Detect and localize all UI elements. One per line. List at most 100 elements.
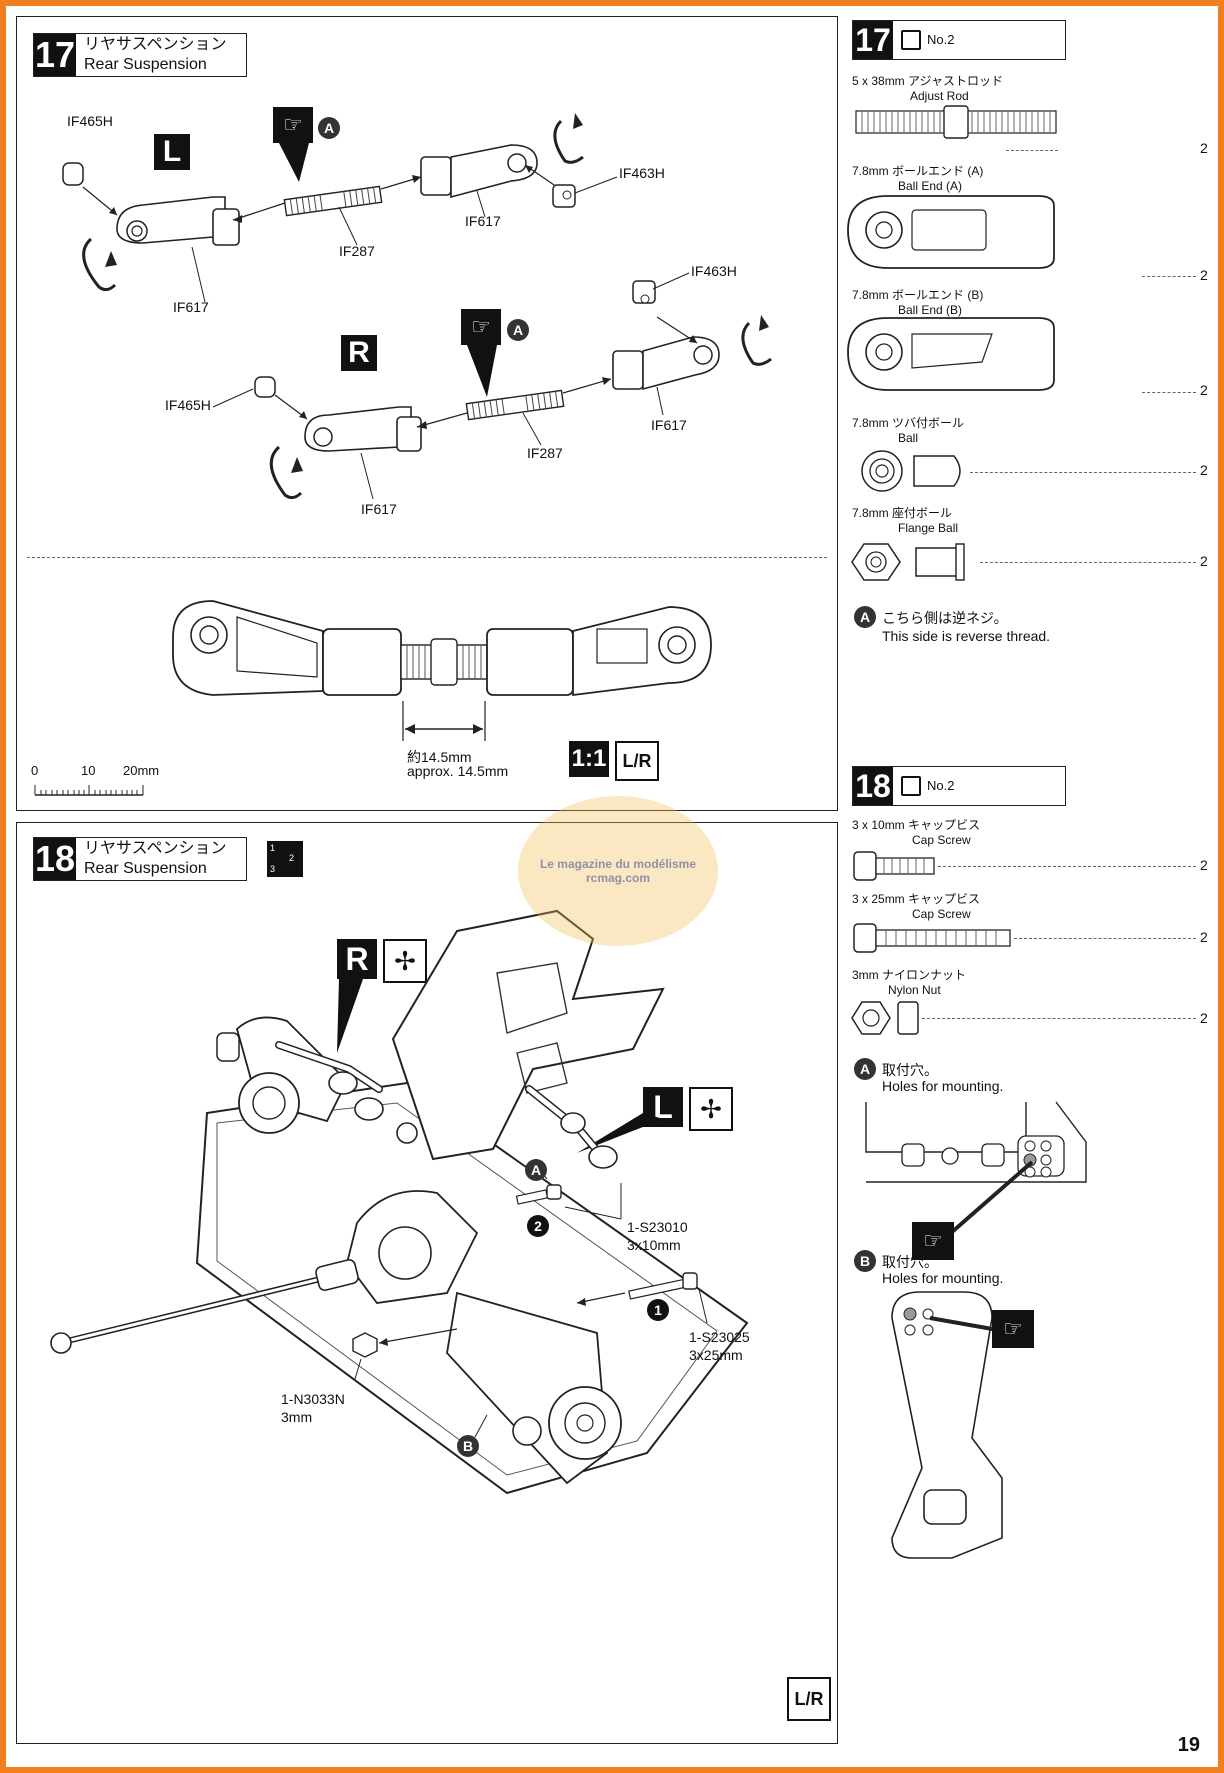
- qty-leader-0: [1006, 150, 1058, 151]
- parts18-header: 18 No.2: [852, 766, 1066, 806]
- right-side-badge: R: [341, 335, 377, 371]
- qty-cap-screw-25: 2: [1200, 929, 1208, 945]
- watermark-text: Le magazine du modélisme rcmag.com: [539, 857, 697, 885]
- qty-leader-4: [980, 562, 1196, 563]
- qty-leader-2: [1142, 392, 1196, 393]
- step18-title-jp: リヤサスペンション: [84, 840, 227, 857]
- screw-long-code: 1-S23025: [689, 1329, 750, 1345]
- adjust-rod-drawing: [847, 105, 1057, 581]
- part-cap-screw-10-label: 3 x 10mm キャップビス Cap Screw: [852, 818, 981, 847]
- nut-size: 3mm: [281, 1409, 313, 1425]
- part-ball-end-a-label: 7.8mm ボールエンド (A) Ball End (A): [852, 164, 984, 193]
- qty-leader-3: [970, 472, 1196, 473]
- nut-code: 1-N3033N: [281, 1391, 345, 1407]
- part-nylon-nut-label: 3mm ナイロンナット Nylon Nut: [852, 968, 967, 997]
- marker-a-18: A: [525, 1159, 547, 1181]
- crosshair-icon-left: ✢: [689, 1087, 733, 1131]
- part-cap-screw-25-label: 3 x 25mm キャップビス Cap Screw: [852, 892, 981, 921]
- manual-page: 17 リヤサスペンション Rear Suspension L ☞ A: [6, 6, 1218, 1767]
- label-if617-left-a: IF617: [173, 299, 209, 315]
- right-side-badge-18: R: [337, 939, 377, 979]
- step-1-marker: 1: [647, 1299, 669, 1321]
- right-assembly-drawing: [212, 272, 772, 500]
- step17-title: リヤサスペンション Rear Suspension: [76, 34, 227, 76]
- qty-nylon-nut: 2: [1200, 1010, 1208, 1026]
- step18-title: リヤサスペンション Rear Suspension: [76, 838, 227, 880]
- parts17-column: 17 No.2 5 x 38mm アジャストロッド Adjust Rod: [842, 16, 1218, 751]
- screw-long-size: 3x25mm: [689, 1347, 743, 1363]
- step-2-marker: 2: [527, 1215, 549, 1237]
- label-if617-right-b: IF617: [651, 417, 687, 433]
- parts17-header: 17 No.2: [852, 20, 1066, 60]
- parts18-number: 18: [853, 767, 893, 805]
- label-if287-right: IF287: [527, 445, 563, 461]
- bag-icon: [901, 30, 921, 50]
- part-adjust-rod-label: 5 x 38mm アジャストロッド Adjust Rod: [852, 74, 1003, 103]
- lr-badge-step17: L/R: [615, 741, 659, 781]
- note-a-en: Holes for mounting.: [882, 1078, 1004, 1094]
- scale-tick-0: 0: [31, 763, 39, 778]
- note-b-jp: 取付穴。: [882, 1254, 938, 1270]
- left-side-badge: L: [154, 134, 190, 170]
- marker-a-left: A: [318, 117, 340, 139]
- assembled-rod-drawing: [34, 600, 712, 796]
- screw-short-size: 3x10mm: [627, 1237, 681, 1253]
- step17-title-jp: リヤサスペンション: [84, 36, 227, 53]
- qty-ball-end-b: 2: [1200, 382, 1208, 398]
- parts18-bag-label: No.2: [927, 778, 955, 793]
- step18-panel: 18 リヤサスペンション Rear Suspension 1 2 3 R ✢ L…: [16, 822, 838, 1744]
- qty-leader-nut: [922, 1018, 1196, 1019]
- lr-badge-step18: L/R: [787, 1677, 831, 1721]
- scale-tick-20: 20mm: [123, 763, 160, 778]
- parts17-bag-label: No.2: [927, 32, 955, 47]
- qty-leader-screw10: [938, 866, 1196, 867]
- label-if617-left-b: IF617: [465, 213, 501, 229]
- marker-a-right: A: [507, 319, 529, 341]
- qty-ball-end-a: 2: [1200, 267, 1208, 283]
- note-a-marker: A: [854, 1058, 876, 1080]
- part-flange-ball-label: 7.8mm 座付ボール Flange Ball: [852, 506, 959, 535]
- note-b-en: Holes for mounting.: [882, 1270, 1004, 1286]
- label-if463h-right: IF463H: [691, 263, 737, 279]
- pointing-hand-icon: ☞: [273, 107, 313, 143]
- screw-short-code: 1-S23010: [627, 1219, 688, 1235]
- part-ball-end-b-label: 7.8mm ボールエンド (B) Ball End (B): [852, 288, 984, 317]
- parts18-column: 18 No.2 3 x 10mm キャップビス Cap Screw 3 x 25…: [842, 762, 1218, 1752]
- sequence-order-icon: 1 2 3: [267, 841, 303, 877]
- page-number: 19: [1177, 1734, 1200, 1756]
- parts17-bag: No.2: [893, 21, 954, 59]
- part-ball-label: 7.8mm ツバ付ボール Ball: [852, 416, 965, 445]
- label-if287-left: IF287: [339, 243, 375, 259]
- qty-cap-screw-10: 2: [1200, 857, 1208, 873]
- label-if463h-left: IF463H: [619, 165, 665, 181]
- parts17-number: 17: [853, 21, 893, 59]
- note-reverse-thread-en: This side is reverse thread.: [882, 628, 1051, 644]
- note-a-jp: 取付穴。: [882, 1062, 938, 1078]
- crosshair-icon-right: ✢: [383, 939, 427, 983]
- qty-adjust-rod: 2: [1200, 140, 1208, 156]
- chassis-assembly-drawing: [50, 909, 749, 1495]
- measure-label-jp: 約14.5mm: [407, 749, 472, 765]
- step18-header: 18 リヤサスペンション Rear Suspension: [33, 837, 247, 881]
- step17-panel: 17 リヤサスペンション Rear Suspension L ☞ A: [16, 16, 838, 811]
- qty-ball: 2: [1200, 462, 1208, 478]
- pointing-hand-icon-right: ☞: [461, 309, 501, 345]
- measure-label-en: approx. 14.5mm: [407, 763, 509, 779]
- watermark-logo: Le magazine du modélisme rcmag.com: [518, 796, 718, 946]
- step17-header: 17 リヤサスペンション Rear Suspension: [33, 33, 247, 77]
- qty-flange-ball: 2: [1200, 553, 1208, 569]
- step18-number: 18: [34, 838, 76, 880]
- left-assembly-drawing: [62, 113, 618, 303]
- qty-leader-screw25: [1014, 938, 1196, 939]
- note-reverse-thread-jp: こちら側は逆ネジ。: [882, 610, 1008, 626]
- label-if465h-right: IF465H: [165, 397, 211, 413]
- scale-tick-10: 10: [81, 763, 96, 778]
- svg-text:☞: ☞: [923, 1229, 943, 1254]
- parts18-drawings: ☞ ☞: [851, 851, 1087, 1559]
- bag-icon-18: [901, 776, 921, 796]
- parts18-bag: No.2: [893, 767, 954, 805]
- step17-number: 17: [34, 34, 76, 76]
- qty-leader-1: [1142, 276, 1196, 277]
- svg-text:☞: ☞: [1003, 1317, 1023, 1342]
- step17-title-en: Rear Suspension: [84, 56, 207, 73]
